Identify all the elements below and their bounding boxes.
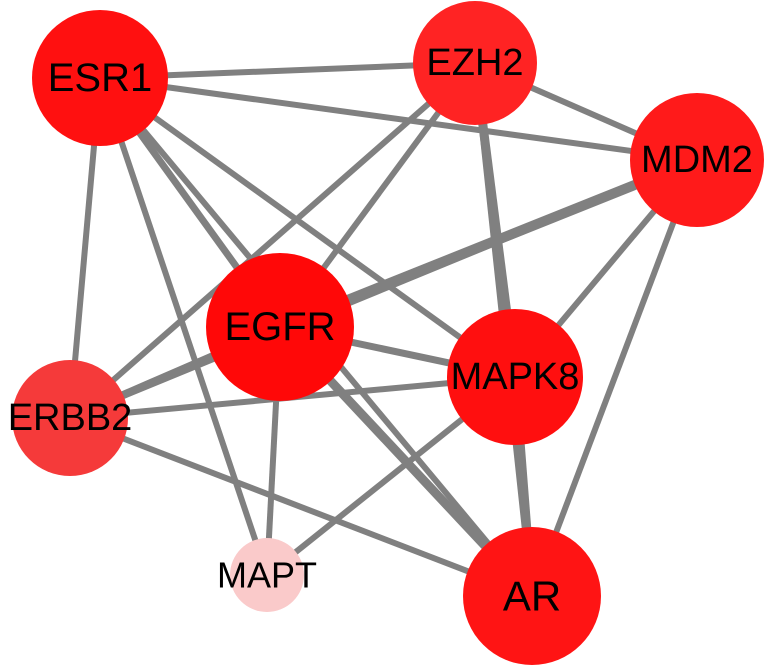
node-circle-esr1	[32, 10, 168, 146]
node-esr1: ESR1	[32, 10, 168, 146]
node-ar: AR	[463, 527, 601, 665]
node-label-esr1: ESR1	[48, 56, 153, 100]
node-label-mdm2: MDM2	[641, 139, 753, 181]
node-mapk8: MAPK8	[447, 309, 583, 445]
node-circle-ar	[463, 527, 601, 665]
edge-ezh2-erbb2	[68, 60, 477, 421]
node-circle-mapt	[230, 538, 304, 612]
node-circle-mapk8	[447, 309, 583, 445]
network-edges	[67, 60, 700, 600]
node-circle-erbb2	[12, 360, 128, 476]
node-label-ar: AR	[503, 573, 561, 620]
node-label-mapk8: MAPK8	[451, 356, 580, 398]
edge-erbb2-ar	[68, 415, 534, 599]
node-label-egfr: EGFR	[224, 305, 335, 349]
node-mapt: MAPT	[217, 538, 317, 612]
node-ezh2: EZH2	[413, 1, 537, 125]
edge-esr1-mdm2	[99, 75, 698, 163]
node-circle-mdm2	[630, 93, 764, 227]
node-circle-ezh2	[413, 1, 537, 125]
node-label-mapt: MAPT	[217, 555, 317, 596]
edge-esr1-mapk8	[98, 75, 517, 380]
node-circle-egfr	[206, 253, 354, 401]
edge-mdm2-ar	[529, 158, 700, 598]
node-erbb2: ERBB2	[8, 360, 133, 476]
node-label-erbb2: ERBB2	[8, 397, 133, 439]
node-egfr: EGFR	[206, 253, 354, 401]
edge-esr1-mapt	[97, 77, 270, 576]
node-label-ezh2: EZH2	[426, 42, 523, 84]
node-mdm2: MDM2	[630, 93, 764, 227]
